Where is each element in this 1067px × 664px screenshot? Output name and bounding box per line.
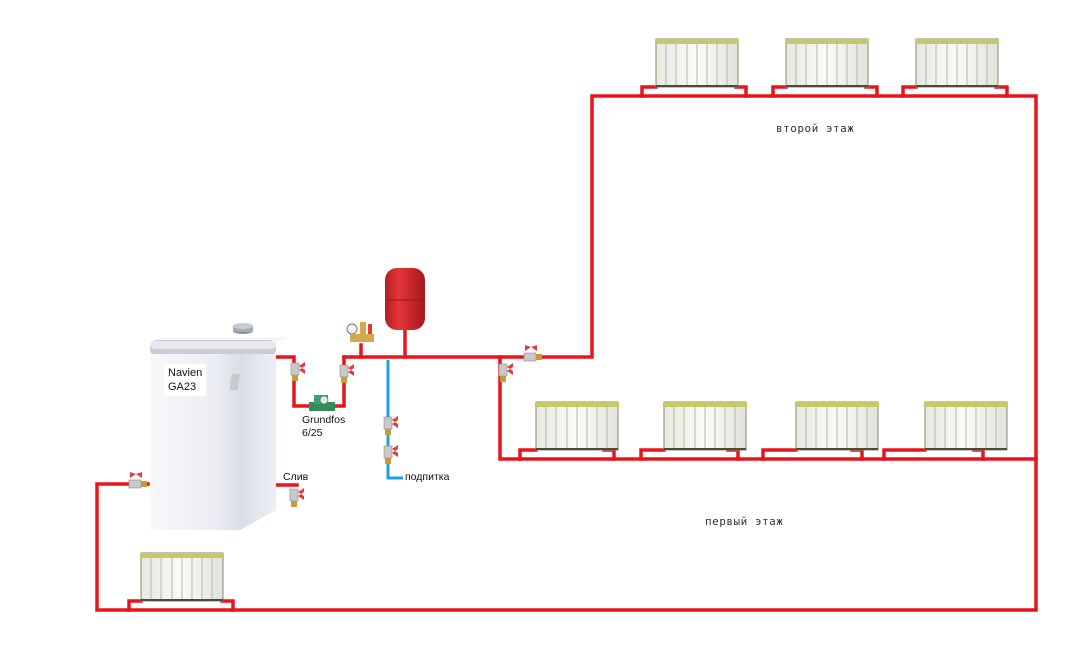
rad-conn xyxy=(734,85,748,98)
circulation-pump[interactable] xyxy=(309,395,335,411)
pipe-main-header xyxy=(95,94,1038,612)
radiator-boiler-room[interactable] xyxy=(139,552,225,602)
filter-icon xyxy=(229,374,241,390)
boiler-label-line2: GA23 xyxy=(168,381,197,393)
pipe-floor1-branch xyxy=(498,355,1038,461)
expansion-tank[interactable] xyxy=(385,268,425,330)
valve-floor1[interactable] xyxy=(498,362,514,383)
valve-drain[interactable] xyxy=(289,487,305,508)
radiator-floor1-4[interactable] xyxy=(923,401,1009,451)
floor1-label: первый этаж xyxy=(705,515,784,528)
rad-conn xyxy=(771,85,788,98)
floor2-label: второй этаж xyxy=(776,122,855,135)
pump-label-line2: 6/25 xyxy=(302,427,323,439)
drain-label: Слив xyxy=(283,471,309,483)
valve-floor2[interactable] xyxy=(523,344,543,362)
valve-return[interactable] xyxy=(128,471,148,489)
rad-conn xyxy=(639,448,666,461)
check-valve-makeup[interactable] xyxy=(383,444,399,465)
radiator-floor1-1[interactable] xyxy=(534,401,620,451)
rad-conn xyxy=(864,85,879,98)
radiator-floor1-2[interactable] xyxy=(662,401,748,451)
boiler-label: Navien GA23 xyxy=(164,364,207,396)
rad-conn xyxy=(518,448,538,461)
valve-makeup[interactable] xyxy=(383,415,399,436)
rad-conn xyxy=(901,85,918,98)
rad-conn xyxy=(882,448,927,461)
radiator-floor2-2[interactable] xyxy=(784,38,870,88)
rad-conn xyxy=(994,85,1009,98)
radiator-floor2-1[interactable] xyxy=(654,38,740,88)
rad-conn xyxy=(127,599,143,612)
boiler-label-line1: Navien xyxy=(168,367,203,379)
rad-conn xyxy=(640,85,658,98)
pump-label-line1: Grundfos xyxy=(302,414,346,426)
pipe-boiler-supply xyxy=(274,355,346,408)
safety-group[interactable] xyxy=(346,322,374,342)
valve-pump-inlet[interactable] xyxy=(290,361,306,382)
rad-conn xyxy=(761,448,798,461)
boiler[interactable] xyxy=(150,323,288,530)
pump-label: Grundfos 6/25 xyxy=(302,414,345,440)
pipe-makeup xyxy=(386,360,403,480)
rad-conn xyxy=(220,599,235,612)
makeup-label: подпитка xyxy=(405,471,450,483)
radiator-floor1-3[interactable] xyxy=(794,401,880,451)
radiator-floor2-3[interactable] xyxy=(914,38,1000,88)
valve-pump-outlet[interactable] xyxy=(339,363,355,384)
